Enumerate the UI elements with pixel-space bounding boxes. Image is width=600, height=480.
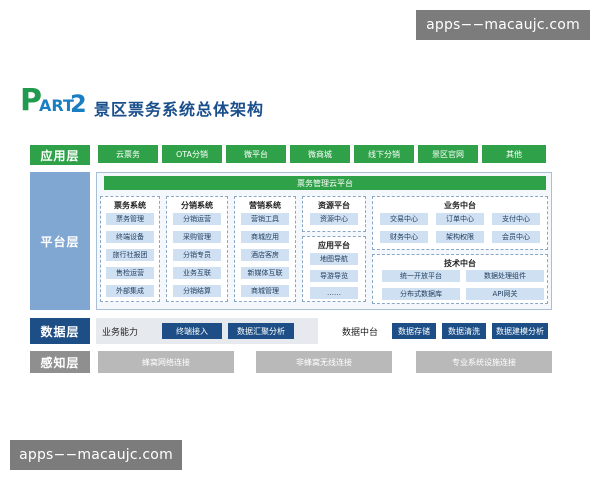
application-platform-item: ……: [310, 287, 358, 299]
distribution-system-item: 分销专员: [173, 249, 221, 261]
tech-center-item: API网关: [466, 288, 544, 300]
data-center-label: 数据中台: [342, 327, 379, 338]
business-center-item: 交易中心: [380, 213, 428, 225]
marketing-system-item: 商城应用: [241, 231, 289, 243]
application-platform-title: 应用平台: [318, 241, 350, 250]
business-center-item: 支付中心: [492, 213, 540, 225]
distribution-system-item: 业务互联: [173, 267, 221, 279]
marketing-system-item: 商城管理: [241, 285, 289, 297]
application-platform-item: 地图导航: [310, 253, 358, 265]
logo-art-text: ART.: [39, 96, 78, 115]
platform-cloud-bar: 票务管理云平台: [104, 176, 546, 190]
data-center-item: 数据建模分析: [492, 323, 548, 339]
business-center-item: 财务中心: [380, 231, 428, 243]
ticket-system-item: 终端设备: [106, 231, 154, 243]
distribution-system-item: 采购管理: [173, 231, 221, 243]
marketing-system-title: 营销系统: [249, 201, 281, 210]
marketing-system-item: 新媒体互联: [241, 267, 289, 279]
perception-item: 专业系统设施连接: [416, 351, 552, 373]
app-item: 微商城: [290, 145, 350, 163]
tech-center-item: 数据处理组件: [466, 270, 544, 282]
tech-center-item: 统一开放平台: [382, 270, 460, 282]
data-capability-label: 业务能力: [102, 327, 139, 338]
layer-label-data: 数据层: [30, 318, 90, 344]
watermark-top: apps−−macaujc.com: [416, 10, 590, 40]
layer-label-app: 应用层: [30, 145, 90, 165]
tech-center-title: 技术中台: [444, 259, 476, 268]
data-center-item: 数据存储: [392, 323, 436, 339]
app-item: 其他: [482, 145, 546, 163]
layer-label-platform: 平台层: [30, 172, 90, 310]
logo-number: 2: [70, 90, 87, 118]
page-title: 景区票务系统总体架构: [94, 100, 265, 119]
tech-center-item: 分布式数据库: [382, 288, 460, 300]
business-center-item: 架构权限: [436, 231, 484, 243]
business-center-item: 订单中心: [436, 213, 484, 225]
ticket-system-item: 外部集成: [106, 285, 154, 297]
ticket-system-item: 售检运营: [106, 267, 154, 279]
app-item: OTA分销: [162, 145, 222, 163]
distribution-system-item: 分销结算: [173, 285, 221, 297]
app-item: 微平台: [226, 145, 286, 163]
marketing-system-item: 酒店客房: [241, 249, 289, 261]
ticket-system-title: 票务系统: [114, 201, 146, 210]
data-capability-item: 数据汇聚分析: [228, 323, 294, 339]
data-center-item: 数据清洗: [442, 323, 486, 339]
layer-label-perception: 感知层: [30, 351, 90, 373]
app-item: 云票务: [98, 145, 158, 163]
app-item: 景区官网: [418, 145, 478, 163]
ticket-system-item: 旅行社报团: [106, 249, 154, 261]
resource-platform-item: 资源中心: [310, 213, 358, 225]
perception-item: 非蜂窝无线连接: [256, 351, 392, 373]
marketing-system-item: 营销工具: [241, 213, 289, 225]
business-center-title: 业务中台: [444, 201, 476, 210]
business-center-item: 会员中心: [492, 231, 540, 243]
ticket-system-item: 票务管理: [106, 213, 154, 225]
distribution-system-title: 分销系统: [181, 201, 213, 210]
resource-platform-title: 资源平台: [318, 201, 350, 210]
part-logo: P ART. 2: [20, 83, 87, 120]
app-item: 线下分销: [354, 145, 414, 163]
logo-letter-p: P: [20, 83, 42, 118]
data-capability-item: 终端接入: [162, 323, 222, 339]
application-platform-item: 导游导览: [310, 270, 358, 282]
watermark-bottom: apps−−macaujc.com: [10, 440, 182, 470]
perception-item: 蜂窝网络连接: [98, 351, 234, 373]
distribution-system-item: 分销运营: [173, 213, 221, 225]
